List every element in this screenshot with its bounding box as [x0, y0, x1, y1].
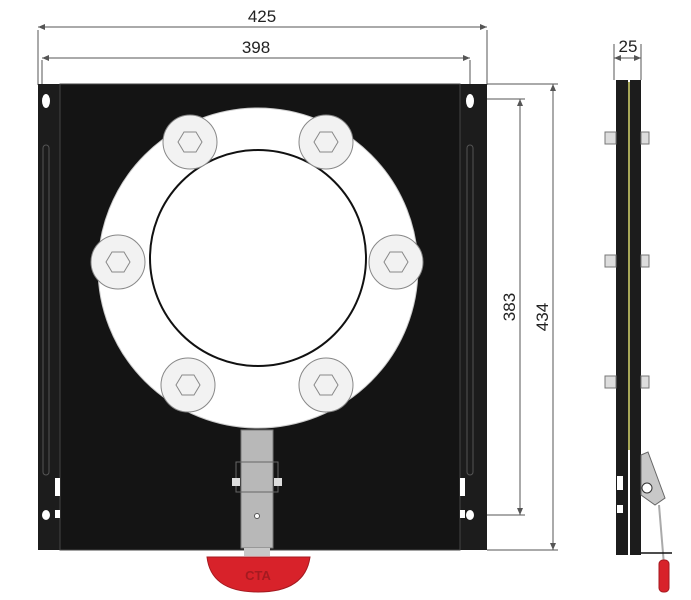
dimension-label-434: 434 [533, 303, 552, 331]
side-release-lever [640, 451, 666, 506]
bolt-icon [90, 234, 146, 290]
dimension-label-425: 425 [248, 7, 276, 26]
dimension-hole-height: 383 [470, 98, 525, 516]
side-base-plate [616, 80, 628, 555]
front-view: CTA [38, 83, 487, 593]
bolt-icon [298, 114, 354, 170]
side-handle [658, 559, 670, 593]
bolt-icon [298, 357, 354, 413]
bolt-icon [160, 357, 216, 413]
bolt-icon [368, 234, 424, 290]
release-bracket [232, 429, 282, 549]
side-bolts [604, 131, 650, 389]
dimension-label-398: 398 [242, 38, 270, 57]
dimension-hole-width: 398 [41, 38, 471, 90]
right-rail [460, 94, 474, 520]
left-rail [42, 94, 60, 520]
dimension-overall-width: 425 [37, 7, 488, 85]
handle-logo: CTA [245, 568, 271, 583]
dimension-label-25: 25 [619, 37, 638, 56]
center-opening [149, 149, 367, 367]
release-handle[interactable]: CTA [206, 548, 311, 593]
side-top-plate [630, 80, 641, 555]
side-view: 25 [604, 37, 672, 593]
bolt-icon [162, 114, 218, 170]
dimension-label-383: 383 [500, 293, 519, 321]
dimension-overall-height: 434 [487, 83, 558, 551]
